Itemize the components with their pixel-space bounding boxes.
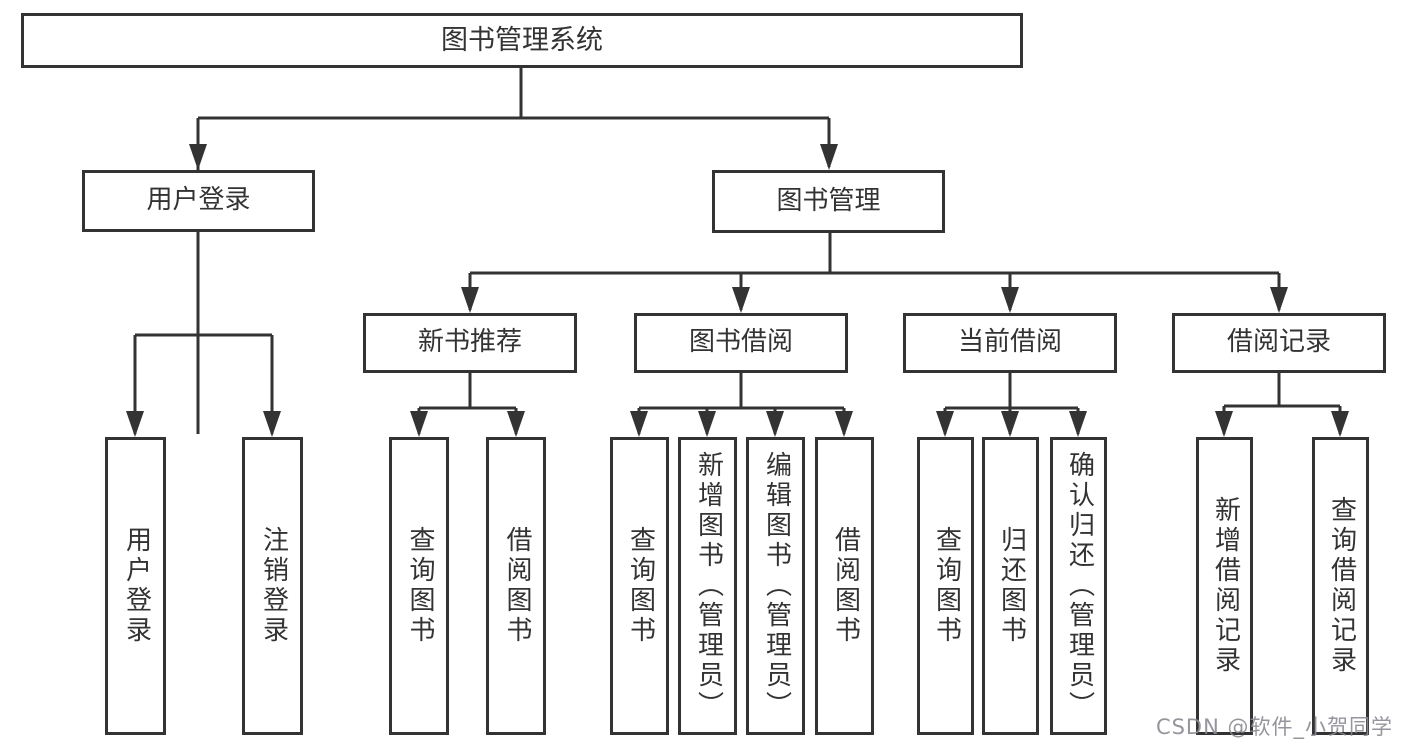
connector-user-login-split — [133, 232, 274, 434]
arrowhead — [1069, 411, 1087, 437]
arrowhead — [1270, 287, 1288, 313]
connector-book-mgmt-split — [468, 233, 1281, 310]
arrowheads — [126, 144, 1349, 437]
arrowhead — [732, 287, 750, 313]
arrowhead — [1215, 411, 1233, 437]
arrowhead — [1331, 411, 1349, 437]
node-label: 查询借阅记录 — [1326, 496, 1357, 676]
arrowhead — [263, 411, 281, 437]
arrowhead — [507, 411, 525, 437]
leaf-borrow-books: 借阅图书 — [815, 437, 874, 735]
connector-book-borrowing-split — [637, 373, 846, 434]
node-library-management-system: 图书管理系统 — [21, 13, 1023, 68]
arrowhead — [820, 144, 838, 170]
connector-root-to-level2 — [196, 68, 831, 434]
leaf-return-books: 归还图书 — [982, 437, 1039, 735]
node-user-login: 用户登录 — [82, 170, 315, 232]
arrowhead — [1001, 287, 1019, 313]
node-new-book-recommend: 新书推荐 — [363, 313, 577, 373]
arrowhead — [766, 411, 784, 437]
node-label: 新增图书（管理员） — [693, 451, 724, 721]
leaf-edit-books-admin: 编辑图书（管理员） — [746, 437, 805, 735]
node-label: 查询图书 — [404, 526, 435, 646]
arrowhead — [461, 287, 479, 313]
arrowhead — [630, 411, 648, 437]
leaf-query-borrow-record: 查询借阅记录 — [1312, 437, 1369, 735]
leaf-add-borrow-record: 新增借阅记录 — [1196, 437, 1253, 735]
leaf-logout: 注销登录 — [242, 437, 303, 735]
node-label: 注销登录 — [258, 526, 289, 646]
connector-lines — [133, 68, 1342, 434]
node-label: 图书管理系统 — [441, 24, 603, 56]
arrowhead — [189, 144, 207, 170]
node-label: 图书借阅 — [688, 327, 793, 358]
node-current-borrowing: 当前借阅 — [903, 313, 1117, 373]
node-label: 图书管理 — [776, 185, 881, 216]
arrowhead — [698, 411, 716, 437]
node-label: 借阅记录 — [1226, 327, 1331, 358]
leaf-confirm-return-admin: 确认归还（管理员） — [1050, 437, 1107, 735]
arrowhead — [835, 411, 853, 437]
connector-new-book-split — [417, 373, 518, 434]
node-label: 借阅图书 — [501, 526, 532, 646]
leaf-user-login: 用户登录 — [105, 437, 166, 735]
node-book-borrowing: 图书借阅 — [634, 313, 848, 373]
leaf-query-books-recommend: 查询图书 — [389, 437, 449, 735]
node-label: 借阅图书 — [830, 526, 861, 646]
node-label: 新书推荐 — [417, 327, 522, 358]
arrowhead — [936, 411, 954, 437]
node-book-management: 图书管理 — [712, 170, 945, 233]
node-label: 查询图书 — [625, 526, 656, 646]
arrowhead — [410, 411, 428, 437]
node-label: 确认归还（管理员） — [1064, 451, 1095, 721]
leaf-query-books-current: 查询图书 — [917, 437, 974, 735]
arrowhead — [126, 411, 144, 437]
leaf-borrow-books-recommend: 借阅图书 — [486, 437, 546, 735]
node-borrowing-records: 借阅记录 — [1172, 313, 1386, 373]
node-label: 用户登录 — [121, 526, 152, 646]
connector-borrow-records-split — [1222, 373, 1342, 434]
node-label: 编辑图书（管理员） — [761, 451, 792, 721]
node-label: 归还图书 — [996, 526, 1027, 646]
leaf-add-books-admin: 新增图书（管理员） — [678, 437, 737, 735]
arrowhead — [1001, 411, 1019, 437]
node-label: 查询图书 — [931, 526, 962, 646]
node-label: 当前借阅 — [957, 327, 1062, 358]
node-label: 新增借阅记录 — [1210, 496, 1241, 676]
leaf-query-books-borrowing: 查询图书 — [610, 437, 669, 735]
node-label: 用户登录 — [146, 185, 251, 216]
csdn-watermark: CSDN @软件_小贺同学 — [1155, 715, 1393, 739]
